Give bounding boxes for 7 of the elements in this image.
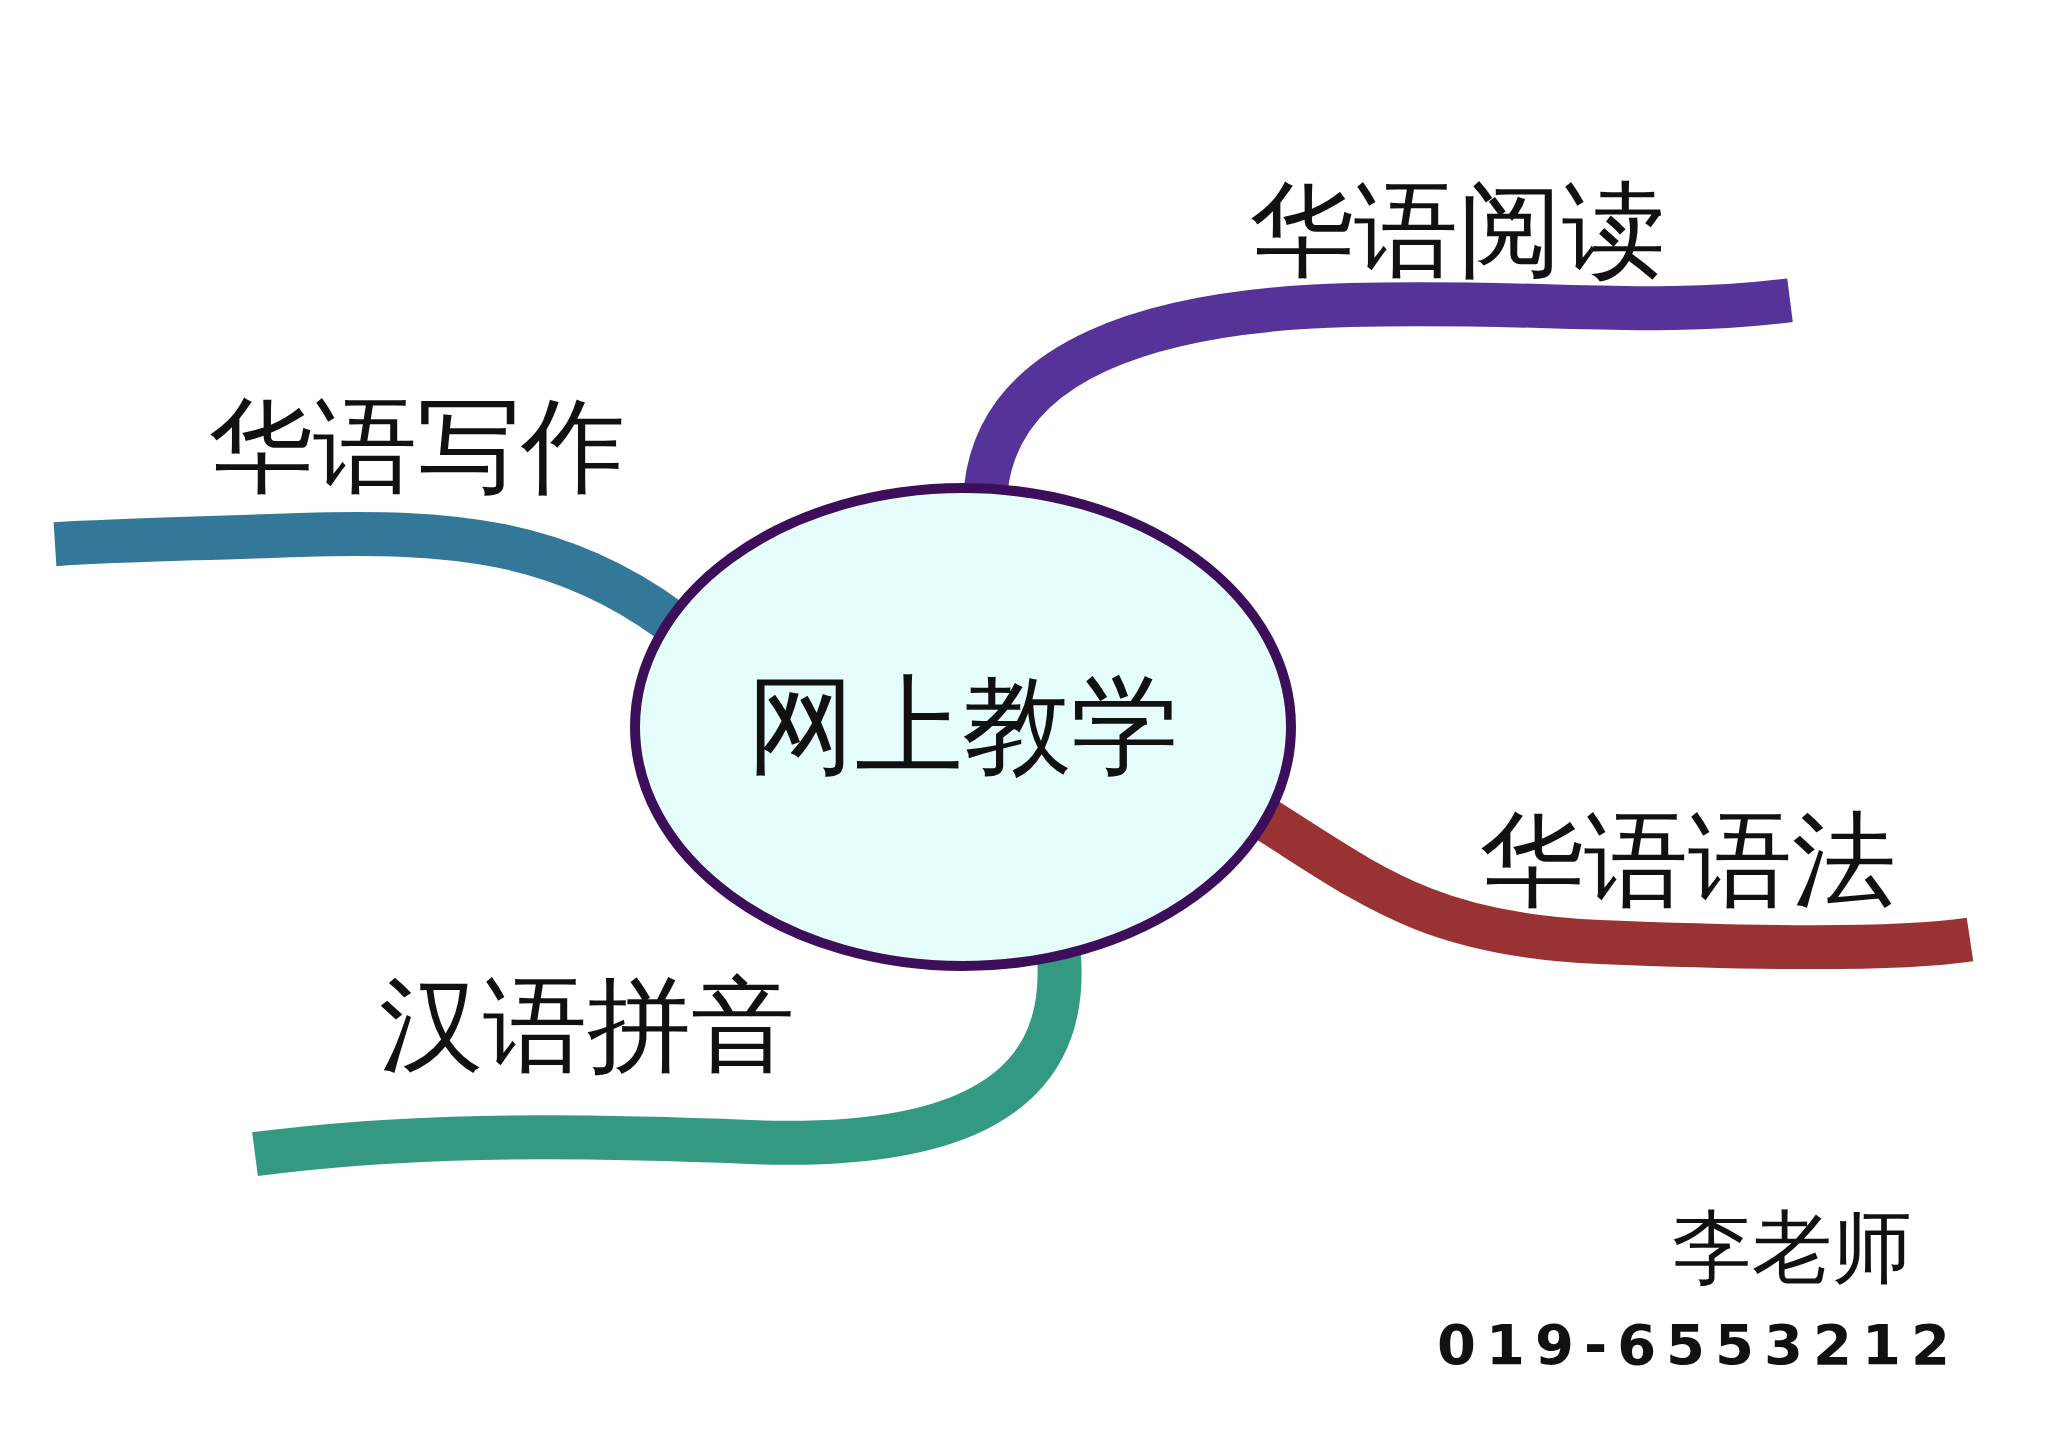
topic-text: 网上教学	[747, 662, 1179, 790]
branch-label: 华语写作	[55, 356, 625, 550]
branch-label: 华语阅读	[1250, 170, 1790, 310]
branch-label: 华语语法	[1480, 800, 1970, 950]
branch-label: 汉语拼音	[255, 965, 795, 1160]
phone-number: 019-6553212	[1437, 1312, 1960, 1377]
teacher-name: 李老师	[1672, 1200, 1912, 1296]
